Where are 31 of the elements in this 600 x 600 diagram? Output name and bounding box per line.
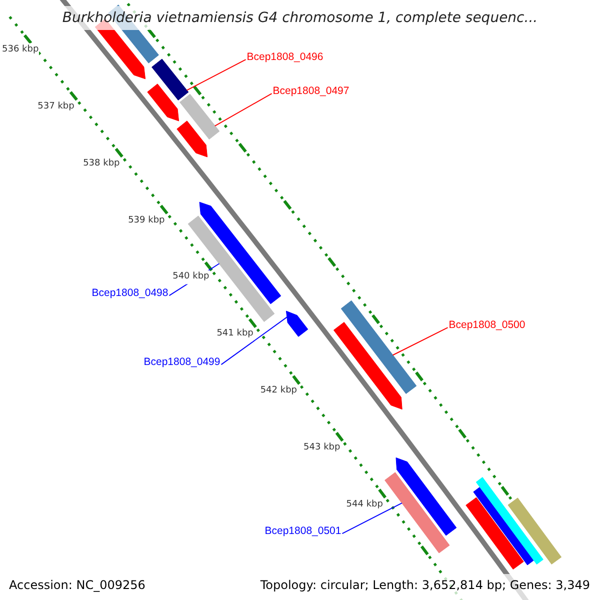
scale-label: 536 kbp [2,43,39,57]
leader-line [342,502,402,534]
gene-block [333,322,402,410]
gene-label: Bcep1808_0500 [448,318,526,334]
leader-line [186,59,246,91]
gene-block [152,58,189,100]
gene-block [384,472,450,554]
gene-block [286,310,308,337]
gene-label: Bcep1808_0498 [92,286,168,302]
gene-block [466,497,524,570]
gene-block [188,216,275,322]
scale-label: 544 kbp [346,498,383,512]
scale-label: 539 kbp [128,214,165,228]
gene-block [476,477,544,565]
leader-line [220,316,288,366]
gene-block [147,84,180,122]
leader-line [214,93,272,126]
gene-label: Bcep1808_0496 [246,50,324,66]
gene-block [473,486,534,566]
gene-label: Bcep1808_0501 [264,524,342,540]
gene-label: Bcep1808_0499 [144,355,220,371]
gene-block [180,94,220,140]
gene-label: Bcep1808_0497 [272,84,350,100]
scale-label: 540 kbp [172,270,210,284]
accession-text: Accession: NC_009256 [9,577,146,594]
leader-line [392,327,448,356]
genome-summary-text: Topology: circular; Length: 3,652,814 bp; Genes: 3,349 [260,577,590,594]
gene-block [396,457,457,536]
gene-block [508,498,562,564]
gene-block [340,300,417,394]
gene-block [176,120,208,158]
